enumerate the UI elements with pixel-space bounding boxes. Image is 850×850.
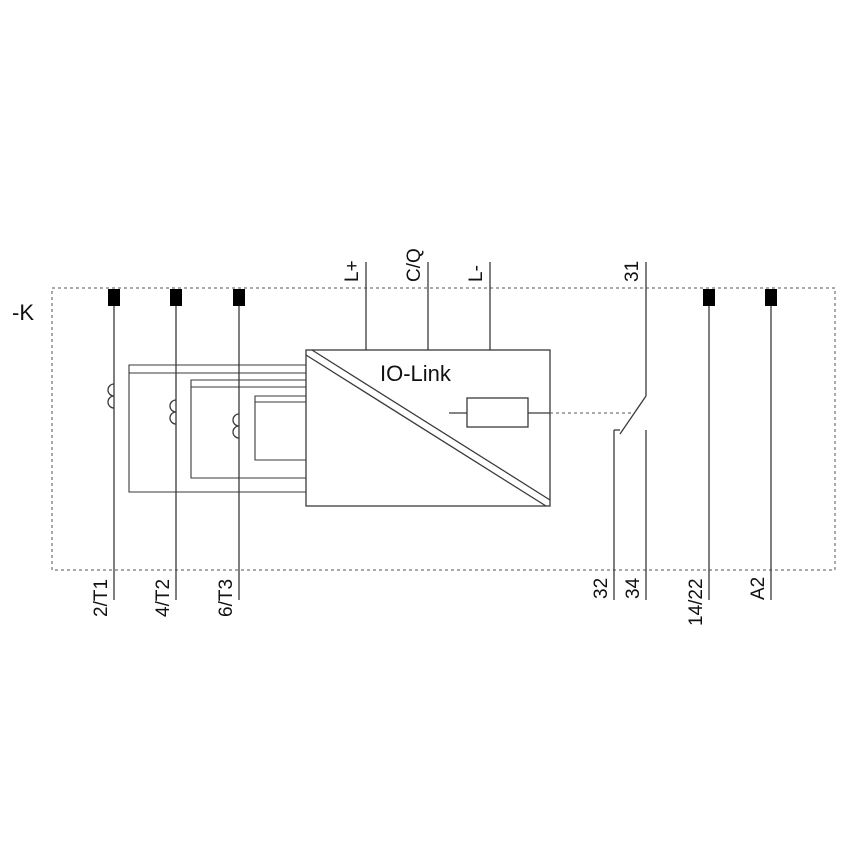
label-34: 34 [623, 577, 644, 599]
label-l-plus: L+ [342, 260, 363, 282]
label-31: 31 [622, 261, 643, 282]
current-transformer-coil-2 [169, 399, 177, 425]
label-a2: A2 [748, 577, 769, 600]
terminal-13-21 [703, 289, 715, 306]
terminal-a1 [765, 289, 777, 306]
sense-wire-1 [128, 364, 306, 493]
label-4-t2: 4/T2 [153, 579, 174, 617]
current-transformer-coil-3 [232, 413, 240, 439]
converter-diagonal-b [311, 349, 551, 501]
relay-coil [466, 397, 529, 428]
converter-diagonal-a [305, 354, 547, 507]
terminal-5 [233, 289, 245, 306]
label-c-q: C/Q [404, 248, 425, 282]
sense-wire-3 [254, 395, 306, 461]
label-32: 32 [591, 578, 612, 599]
io-link-label: IO-Link [380, 361, 452, 386]
contact-blade [619, 395, 647, 435]
label-l-minus: L- [466, 265, 487, 282]
device-boundary [51, 287, 836, 571]
terminal-3 [170, 289, 182, 306]
sense-wire-2 [190, 379, 306, 479]
current-transformer-coil-1 [107, 383, 115, 409]
device-designation: -K [12, 300, 34, 325]
io-link-module [305, 349, 551, 507]
terminal-1 [108, 289, 120, 306]
label-6-t3: 6/T3 [216, 579, 237, 617]
label-2-t1: 2/T1 [91, 579, 112, 617]
label-14-22: 14/22 [686, 578, 707, 626]
